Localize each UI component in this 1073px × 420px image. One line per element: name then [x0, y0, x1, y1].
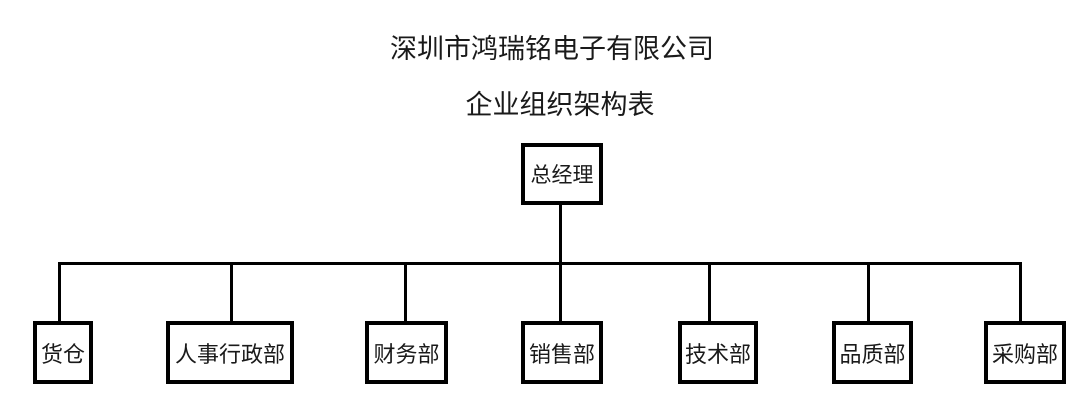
- org-node-sales: 销售部: [521, 321, 603, 384]
- chart-title: 企业组织架构表: [465, 90, 655, 121]
- org-node-hr-admin: 人事行政部: [166, 321, 294, 384]
- org-node-purchasing: 采购部: [984, 321, 1066, 384]
- org-node-general-manager: 总经理: [521, 143, 603, 205]
- org-node-warehouse: 货仓: [33, 321, 93, 384]
- org-node-quality: 品质部: [832, 321, 913, 384]
- org-node-finance: 财务部: [365, 321, 448, 384]
- connector-drop-technology: [708, 262, 711, 322]
- company-name-title: 深圳市鸿瑞铭电子有限公司: [390, 34, 714, 65]
- connector-horizontal-bar: [59, 262, 1022, 265]
- org-node-technology: 技术部: [678, 321, 758, 384]
- connector-drop-warehouse: [58, 262, 61, 322]
- connector-drop-hr-admin: [230, 262, 233, 322]
- connector-drop-quality: [867, 262, 870, 322]
- connector-drop-finance: [404, 262, 407, 322]
- connector-drop-purchasing: [1019, 262, 1022, 322]
